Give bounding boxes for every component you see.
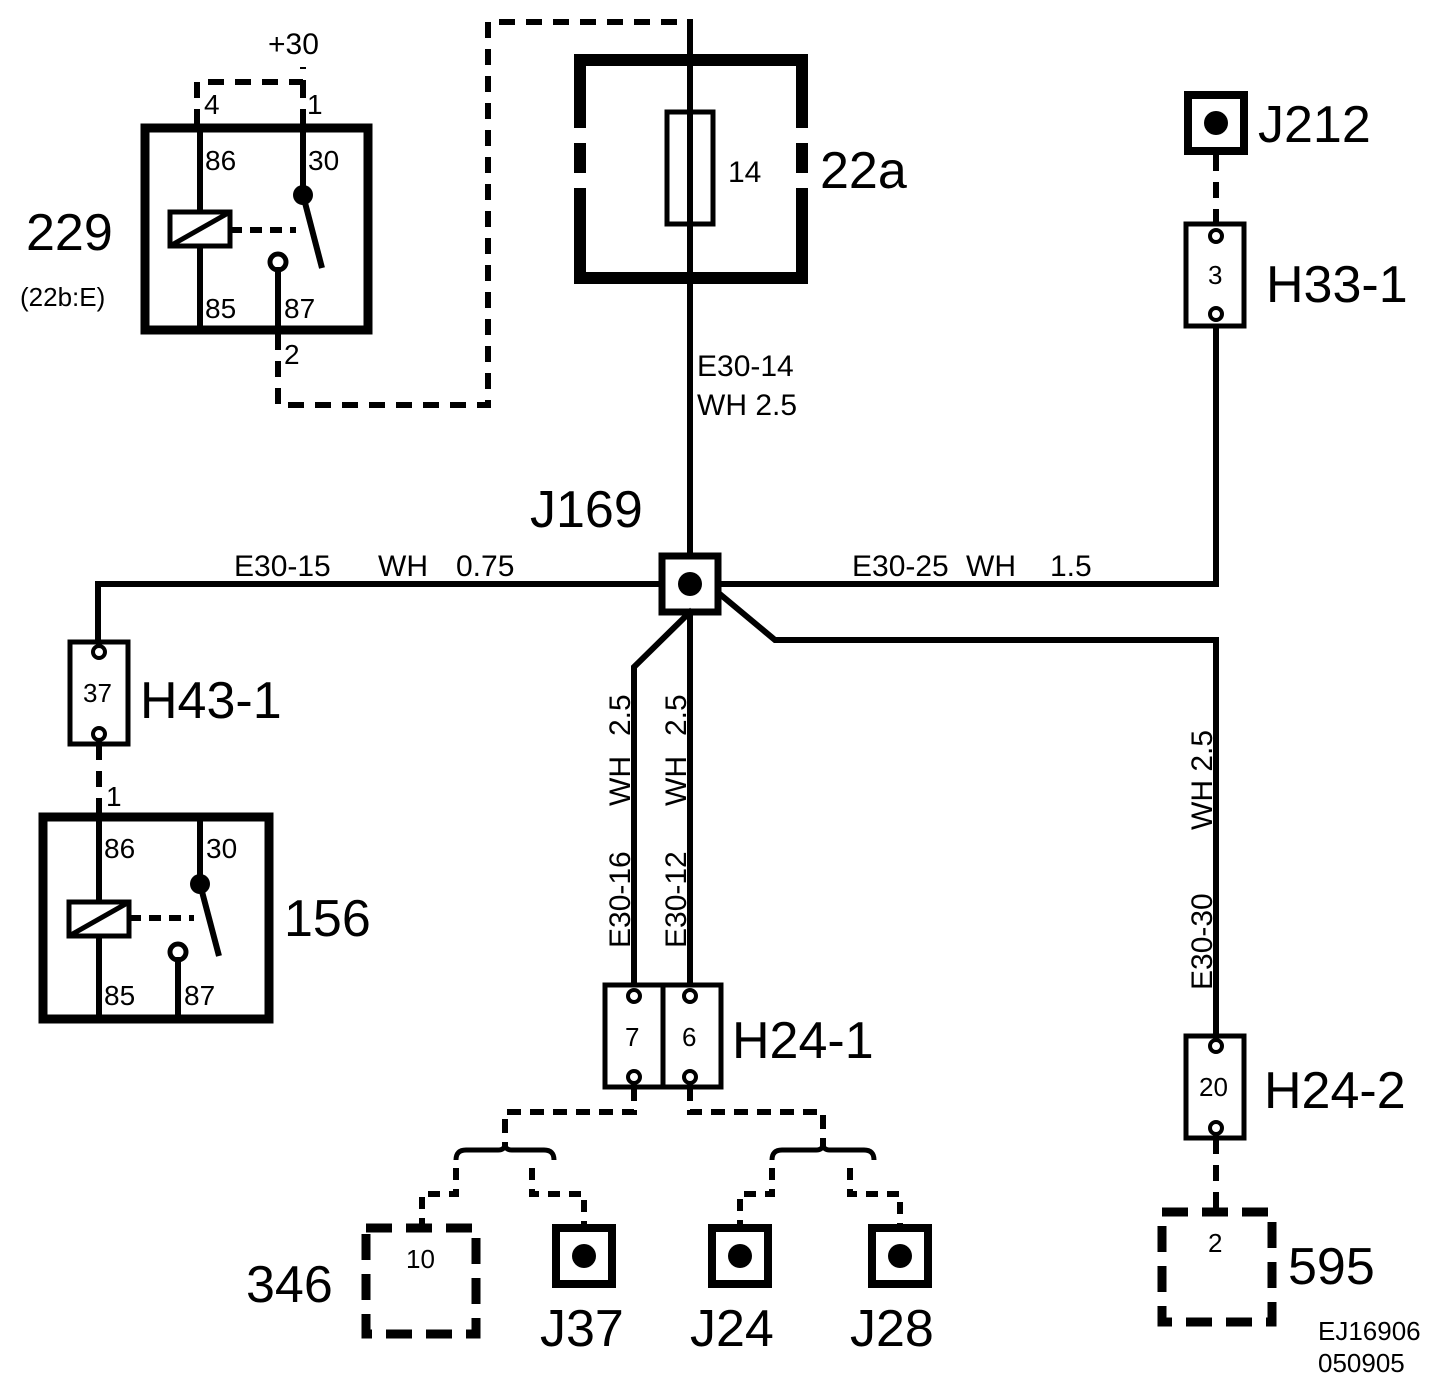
wire-e30-14-spec: WH 2.5	[697, 389, 797, 422]
j28-label: J28	[850, 1300, 934, 1358]
relay-229-pin-2: 2	[284, 339, 300, 370]
h33-1-pin: 3	[1208, 260, 1222, 290]
h43-1-label: H43-1	[140, 672, 282, 730]
relay-229-pin-4: 4	[204, 89, 220, 120]
wire-e30-12-code: E30-12	[660, 851, 693, 948]
j212-label: J212	[1258, 96, 1371, 154]
relay-156-terminal-87: 87	[184, 980, 215, 1011]
branch-right	[687, 1087, 903, 1226]
wire-e30-15-color: WH	[378, 550, 428, 583]
connector-j37: J37	[540, 1224, 624, 1358]
j24-pin-icon	[728, 1244, 752, 1268]
drawing-number: EJ16906	[1318, 1316, 1421, 1346]
branch-left	[419, 1087, 637, 1228]
junction-j169-label: J169	[530, 481, 643, 539]
j28-pin-icon	[888, 1244, 912, 1268]
wire-e30-14: E30-14 WH 2.5	[687, 221, 797, 563]
h24-2-pin: 20	[1199, 1072, 1228, 1102]
connector-h43-1: 37 H43-1	[67, 639, 282, 815]
component-346: 10 346	[246, 1223, 481, 1339]
component-595-pin: 2	[1208, 1228, 1222, 1258]
relay-156-terminal-85: 85	[104, 980, 135, 1011]
junction-dot-icon	[678, 572, 702, 596]
relay-156-terminal-86: 86	[104, 833, 135, 864]
connector-j28: J28	[850, 1224, 934, 1358]
component-595-label: 595	[1288, 1238, 1375, 1296]
connector-h33-1: 3 H33-1	[1183, 221, 1408, 329]
connector-h24-1: 7 6 H24-1	[602, 982, 874, 1090]
h24-1-label: H24-1	[732, 1012, 874, 1070]
wire-e30-25-size: 1.5	[1050, 550, 1092, 583]
j37-label: J37	[540, 1300, 624, 1358]
component-346-pin: 10	[406, 1244, 435, 1274]
wire-e30-30-spec: WH 2.5	[1186, 730, 1219, 830]
relay-229-ref: (22b:E)	[20, 282, 105, 312]
relay-156-terminal-30: 30	[206, 833, 237, 864]
supply-label: +30	[268, 28, 319, 61]
drawing-date: 050905	[1318, 1348, 1405, 1378]
fuse-box-22a: 14 22a	[574, 19, 907, 284]
wire-e30-12-size: 2.5	[660, 694, 693, 736]
relay-229-terminal-85: 85	[205, 293, 236, 324]
h24-2-label: H24-2	[1264, 1062, 1406, 1120]
relay-156-label: 156	[284, 890, 371, 948]
relay-229-label: 229	[26, 204, 113, 262]
relay-229: +30 4 1 86 30 85 87 2 229 (22b:E)	[20, 19, 690, 408]
j37-pin-icon	[572, 1244, 596, 1268]
relay-229-terminal-86: 86	[205, 145, 236, 176]
wire-e30-14-code: E30-14	[697, 350, 794, 383]
relay-229-pin-1: 1	[307, 89, 323, 120]
j212-pin-icon	[1204, 111, 1228, 135]
h33-1-label: H33-1	[1266, 256, 1408, 314]
connector-j24: J24	[690, 1224, 774, 1358]
wire-e30-30-code: E30-30	[1186, 893, 1219, 990]
connector-j212: J212	[1184, 91, 1371, 222]
wire-e30-12-color: WH	[660, 756, 693, 806]
wire-e30-25-color: WH	[966, 550, 1016, 583]
connector-h24-2: 20 H24-2	[1183, 1033, 1406, 1212]
h24-1-pin-7: 7	[625, 1022, 639, 1052]
h43-1-pin: 37	[83, 678, 112, 708]
wire-e30-16-color: WH	[604, 756, 637, 806]
wire-e30-25-code: E30-25	[852, 550, 949, 583]
wire-e30-16-code: E30-16	[604, 851, 637, 948]
relay-156: 1 86 30 85 87 156	[38, 781, 371, 1024]
wire-e30-15-code: E30-15	[234, 550, 331, 583]
wire-e30-30: E30-30 WH 2.5	[1186, 730, 1219, 990]
relay-229-terminal-87: 87	[284, 293, 315, 324]
j24-label: J24	[690, 1300, 774, 1358]
fuse-box-label: 22a	[820, 142, 907, 200]
relay-229-terminal-30: 30	[308, 145, 339, 176]
h24-1-pin-6: 6	[682, 1022, 696, 1052]
fuse-number: 14	[728, 156, 761, 189]
wires-to-h24-1: E30-16 WH 2.5 E30-12 WH 2.5	[604, 607, 695, 988]
wire-e30-16-size: 2.5	[604, 694, 637, 736]
wire-e30-15-size: 0.75	[456, 550, 514, 583]
component-595: 2 595	[1157, 1207, 1375, 1327]
relay-156-pin-1: 1	[106, 781, 122, 812]
component-346-label: 346	[246, 1256, 333, 1314]
